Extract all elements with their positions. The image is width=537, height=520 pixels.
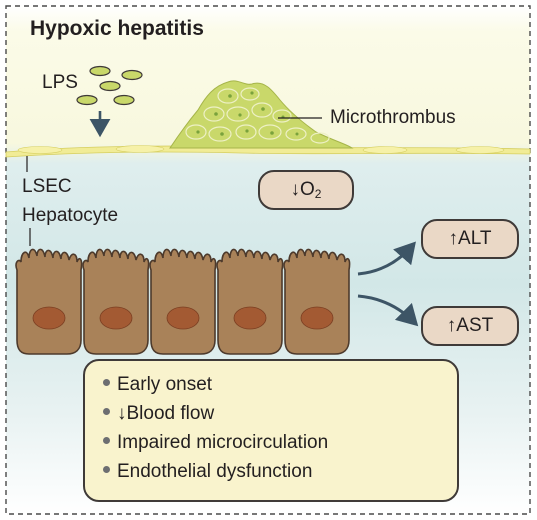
feature-text: ↓Blood flow xyxy=(117,403,215,424)
hepatocyte-cell xyxy=(283,248,351,355)
feature-item: Early onset xyxy=(103,370,457,399)
hepatocyte-row xyxy=(15,248,351,355)
microthrombus-label: Microthrombus xyxy=(330,107,456,128)
alt-increase-badge: ↑ALT xyxy=(421,219,519,259)
features-list: Early onset ↓Blood flow Impaired microci… xyxy=(103,370,457,486)
dashed-border xyxy=(5,5,531,515)
arrow-to-alt xyxy=(357,241,416,276)
hepatocyte-cell xyxy=(82,248,150,355)
hepatocyte-cell xyxy=(216,248,284,355)
oxygen-decrease-badge: ↓O2 xyxy=(258,170,354,210)
feature-item: Endothelial dysfunction xyxy=(103,457,457,486)
feature-text: Endothelial dysfunction xyxy=(117,461,313,482)
bullet-icon xyxy=(103,408,110,416)
microthrombus xyxy=(169,80,354,149)
hepatocyte-label: Hepatocyte xyxy=(22,205,119,226)
features-box: Early onset ↓Blood flow Impaired microci… xyxy=(83,359,459,502)
bullet-icon xyxy=(103,466,110,474)
hepatocyte-cell xyxy=(15,248,83,355)
ast-increase-badge: ↑AST xyxy=(421,306,519,346)
bullet-icon xyxy=(103,437,110,445)
lsec-label: LSEC xyxy=(22,176,72,197)
hepatocyte-cell xyxy=(149,248,217,355)
oxygen-label: ↓O xyxy=(290,179,315,200)
lps-label: LPS xyxy=(42,72,78,93)
feature-item: ↓Blood flow xyxy=(103,399,457,428)
bullet-icon xyxy=(103,379,110,387)
feature-text: Early onset xyxy=(117,374,213,395)
diagram-title: Hypoxic hepatitis xyxy=(30,17,204,40)
lps-particles xyxy=(76,65,143,106)
feature-text: Impaired microcirculation xyxy=(117,432,329,453)
arrow-to-ast xyxy=(357,294,419,327)
oxygen-subscript: 2 xyxy=(314,187,322,201)
feature-item: Impaired microcirculation xyxy=(103,428,457,457)
